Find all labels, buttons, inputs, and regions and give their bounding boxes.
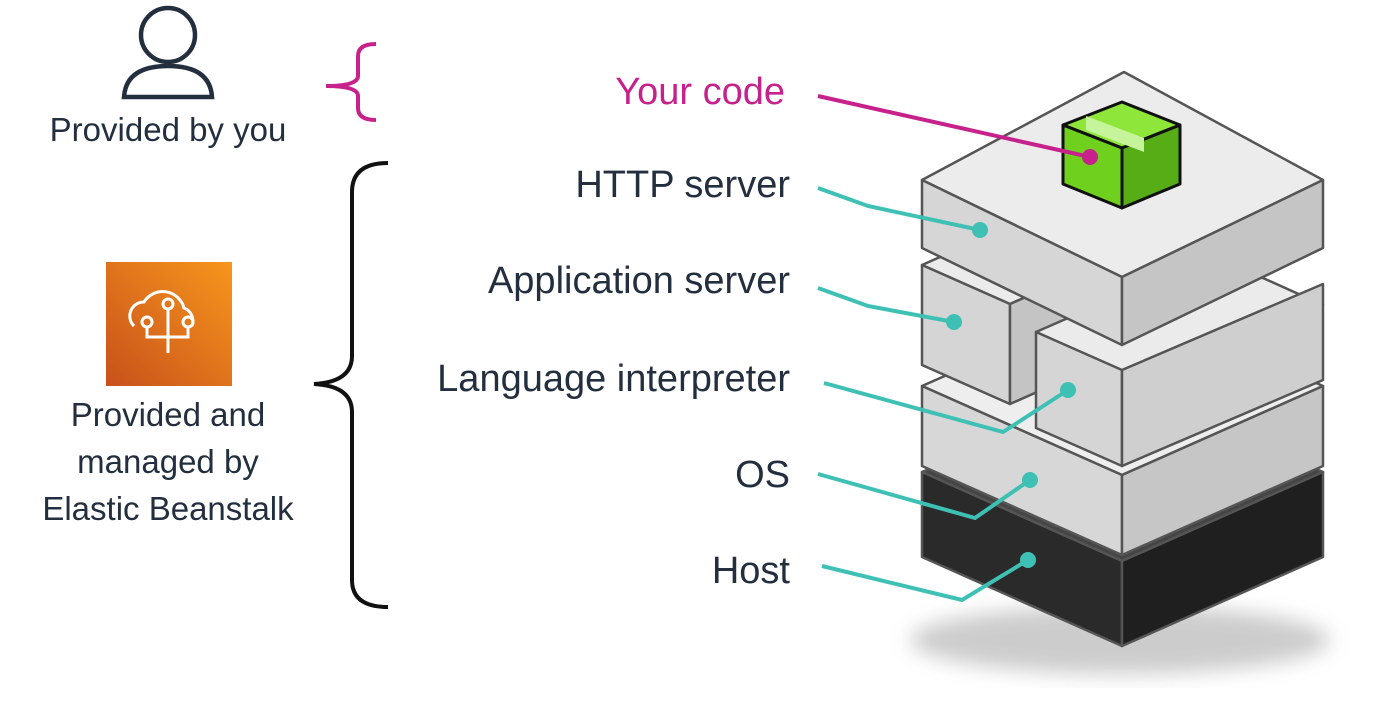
your-code-brace [325, 42, 377, 122]
connectors [817, 186, 1070, 603]
your-code-label: Your code [615, 71, 785, 113]
managed-layers-brace [313, 161, 389, 609]
server-stack [910, 70, 1330, 674]
connector-dots [946, 222, 1076, 568]
http-server-connector [817, 186, 981, 232]
host-label: Host [712, 550, 791, 592]
managed-caption-line-3: Elastic Beanstalk [42, 490, 294, 527]
language-interpreter-label: Language interpreter [437, 358, 790, 400]
http-server-label: HTTP server [575, 164, 790, 206]
os-label: OS [735, 454, 790, 496]
host-connector [821, 558, 1030, 603]
application-server-connector [817, 286, 955, 324]
application-server-label: Application server [488, 260, 790, 302]
your-code-connector [817, 94, 1098, 165]
managed-caption-line-1: Provided and [71, 396, 265, 433]
os-connector [817, 472, 1032, 521]
elastic-beanstalk-icon [106, 262, 232, 386]
language-interpreter-connector [823, 381, 1070, 435]
provided-by-you-caption: Provided by you [50, 111, 287, 148]
managed-caption-line-2: managed by [77, 443, 259, 480]
user-icon [121, 5, 215, 100]
code-cube-icon [1061, 100, 1182, 210]
